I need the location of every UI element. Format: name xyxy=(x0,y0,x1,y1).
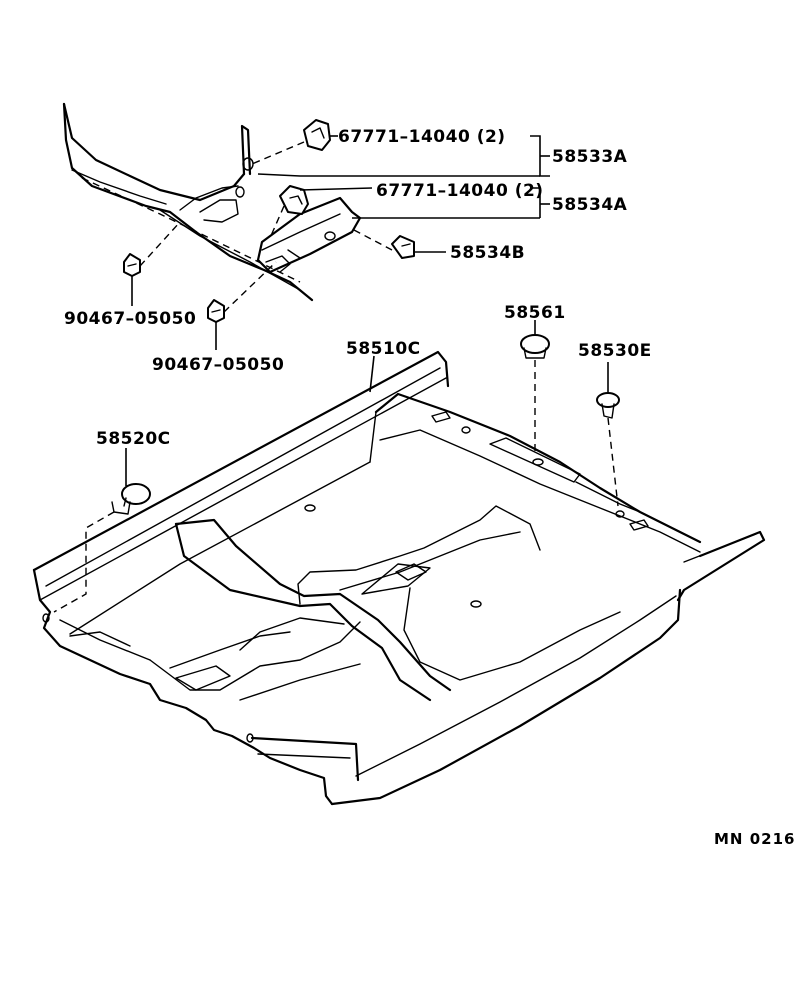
label-67771-upper: 67771–14040 (2) xyxy=(338,127,506,147)
label-58534B: 58534B xyxy=(450,243,525,263)
clip-67771-lower-icon xyxy=(279,185,309,215)
label-58520C: 58520C xyxy=(96,429,171,449)
grommet-58520C-icon xyxy=(111,483,151,515)
clip-90467-upper-icon xyxy=(123,253,141,277)
clip-67771-upper-icon xyxy=(303,119,331,151)
upper-silencer-panel xyxy=(62,102,314,302)
clip-58530E-icon xyxy=(596,392,620,419)
label-58533A: 58533A xyxy=(552,147,628,167)
label-90467-upper: 90467–05050 xyxy=(64,309,196,329)
label-90467-lower: 90467–05050 xyxy=(152,355,284,375)
plug-58561-icon xyxy=(520,334,550,359)
label-58530E: 58530E xyxy=(578,341,652,361)
upper-bracket-panel xyxy=(256,196,362,274)
clip-58534B-icon xyxy=(391,235,415,259)
diagram-code: MN 0216 xyxy=(714,830,795,848)
label-67771-lower: 67771–14040 (2) xyxy=(376,181,544,201)
label-leaders xyxy=(125,135,609,486)
clip-90467-lower-icon xyxy=(207,299,225,323)
label-58561: 58561 xyxy=(504,303,566,323)
floor-carpet xyxy=(32,350,766,806)
label-58510C: 58510C xyxy=(346,339,421,359)
label-58534A: 58534A xyxy=(552,195,628,215)
fastener-leaders xyxy=(53,141,619,613)
